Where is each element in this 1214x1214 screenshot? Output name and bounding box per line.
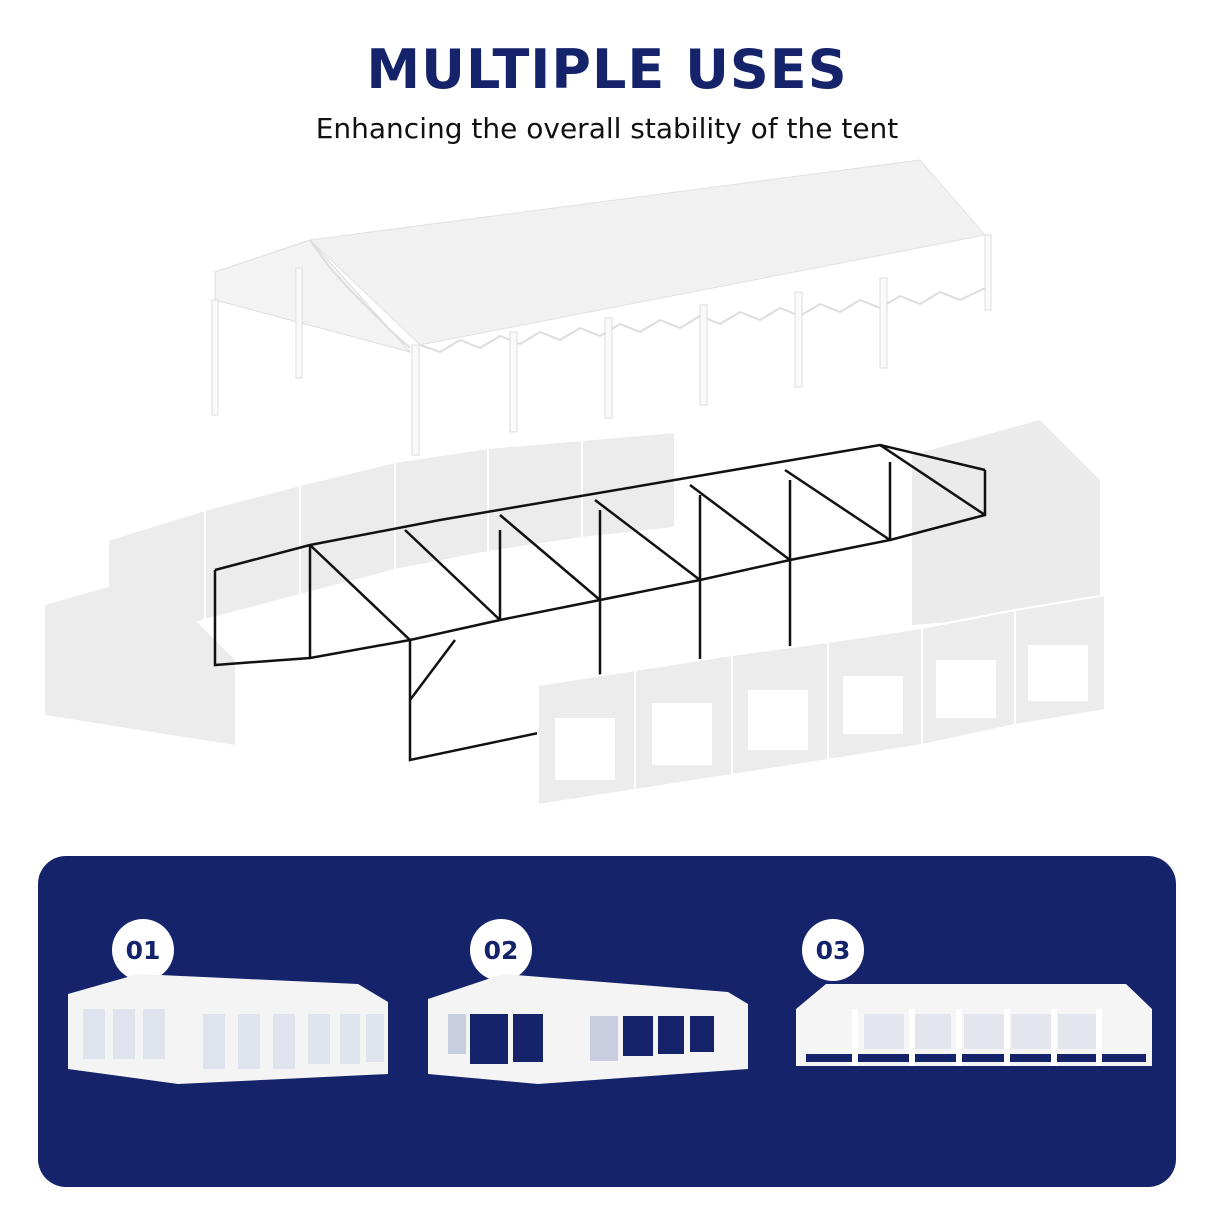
use-badge-01: 01 [112,919,174,981]
tent-exploded-illustration [45,159,1106,807]
use-badge-03: 03 [802,919,864,981]
uses-banner: 01 02 03 [38,856,1176,1187]
front-side-panels [537,593,1106,807]
use-badge-02: 02 [470,919,532,981]
use-01-tent-image [68,974,388,1084]
roof-canopy [211,159,992,456]
gable-end-wall-left [45,575,235,745]
page-title: MULTIPLE USES [366,38,848,101]
use-03-tent-image [796,984,1152,1066]
back-side-panels [107,430,676,652]
gable-end-wall-right [912,420,1100,625]
page-subtitle: Enhancing the overall stability of the t… [315,112,899,145]
use-02-tent-image [428,974,748,1084]
